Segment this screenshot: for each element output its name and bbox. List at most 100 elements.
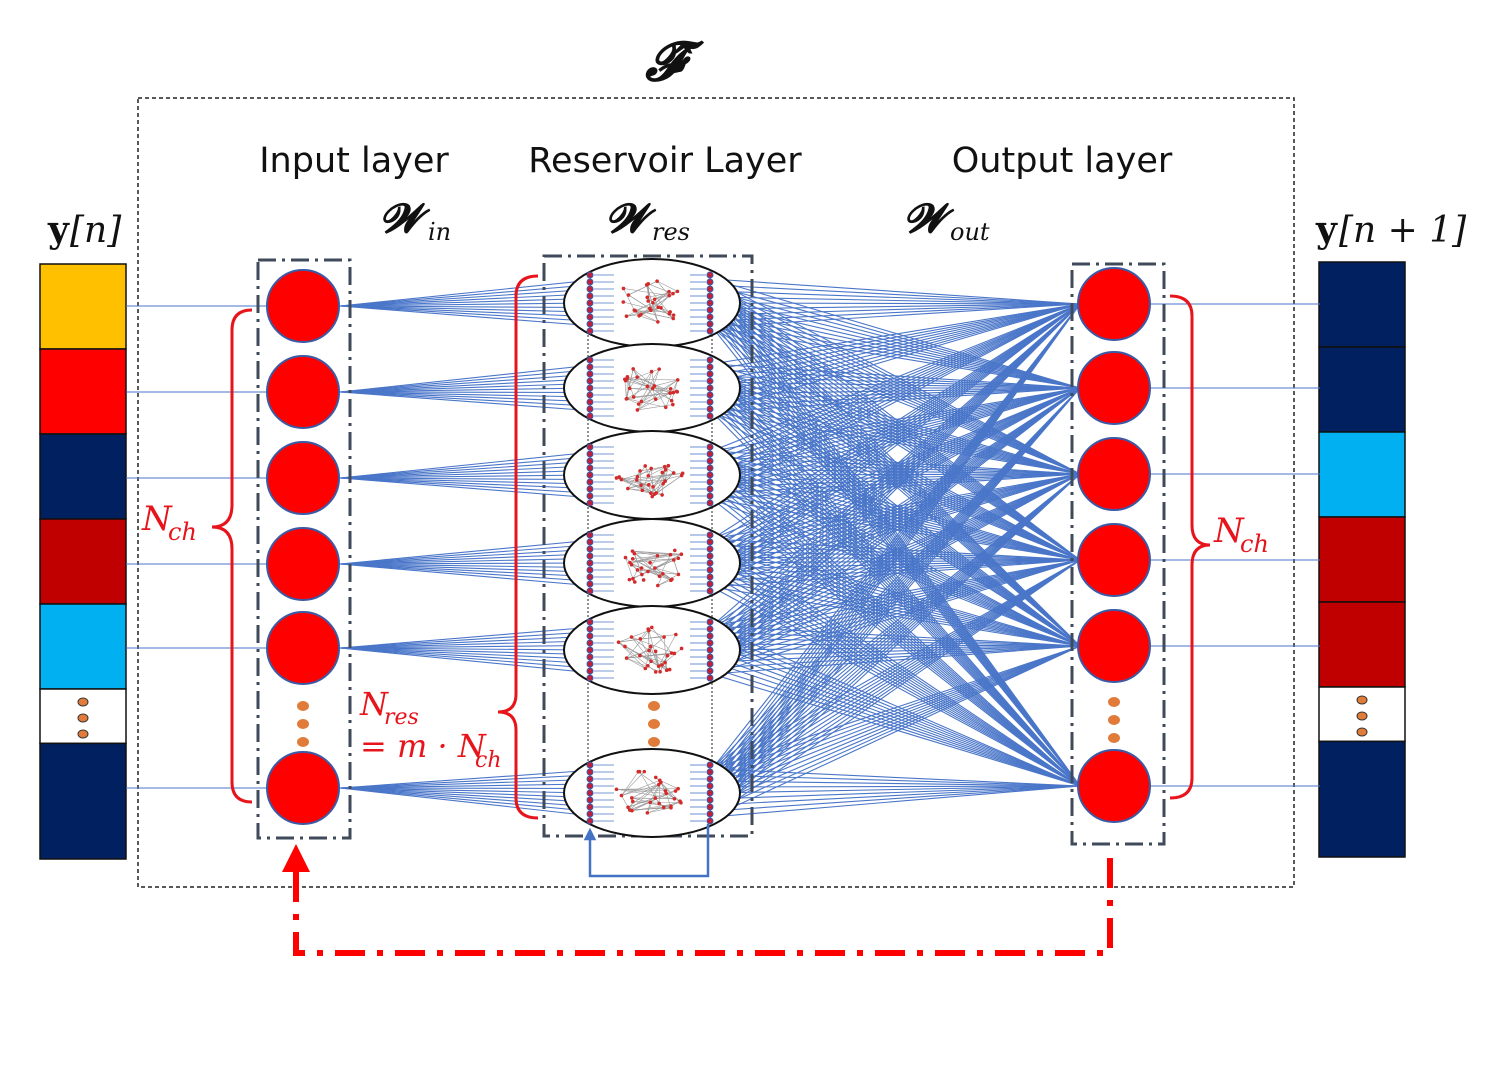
svg-text:𝓦: 𝓦: [904, 195, 955, 242]
reservoir-output-node: [706, 485, 714, 493]
weight-in-label: 𝓦 in: [380, 195, 451, 246]
reservoir-edge: [637, 392, 671, 411]
input-connection: [339, 305, 589, 309]
output-connection: [711, 785, 1081, 812]
output-feedback-arrow: [293, 858, 1113, 956]
reservoir-neuron: [671, 316, 676, 321]
output-connection: [711, 303, 1081, 401]
reservoir-edge: [628, 280, 658, 296]
input-connection: [339, 477, 589, 499]
reservoir-neuron: [660, 493, 664, 497]
reservoir-edge: [647, 807, 672, 814]
reservoir-output-node: [706, 646, 714, 654]
input-connection: [339, 769, 589, 789]
reservoir-neuron: [653, 397, 658, 401]
reservoir-neuron: [649, 308, 653, 313]
reservoir-input-node: [586, 531, 594, 539]
input-connection: [339, 460, 589, 479]
reservoir-neuron: [632, 580, 637, 584]
reservoir-edge: [621, 771, 645, 796]
output-connection: [711, 559, 1081, 818]
reservoir-output-node: [706, 499, 714, 507]
reservoir-neuron: [637, 769, 642, 774]
reservoir-neuron: [667, 311, 672, 316]
reservoir-neuron: [675, 378, 680, 382]
input-connection: [339, 364, 589, 393]
input-connection: [339, 305, 589, 318]
reservoir-output-node: [706, 285, 714, 293]
output-node: [1077, 609, 1151, 683]
output-connection: [711, 387, 1081, 794]
input-node: [266, 269, 340, 343]
vector-cell: [39, 603, 127, 690]
input-connection: [339, 391, 589, 412]
reservoir-edge: [639, 655, 666, 663]
output-connection: [711, 303, 1081, 322]
output-connection: [711, 473, 1081, 663]
output-connection: [711, 645, 1081, 675]
reservoir-edge: [629, 553, 682, 563]
reservoir-neuron: [663, 468, 668, 472]
input-connection: [339, 477, 589, 481]
output-connection: [711, 673, 1081, 787]
reservoir-dot: [648, 737, 660, 747]
output-connection: [711, 387, 1081, 770]
reservoir-edge: [657, 574, 679, 586]
output-connection: [711, 303, 1081, 576]
reservoir-neuron: [656, 305, 660, 310]
output-connection: [711, 387, 1081, 788]
reservoir-neuron: [651, 300, 655, 305]
reservoir-edge: [621, 771, 639, 796]
reservoir-edge: [629, 559, 674, 580]
reservoir-neuron: [665, 653, 670, 658]
reservoir-neuron: [663, 660, 667, 665]
vector-dot: [1356, 695, 1368, 705]
vector-cell: [1318, 516, 1406, 603]
reservoir-edge: [634, 553, 643, 575]
vector-dot: [77, 729, 89, 739]
reservoir-neuron: [668, 552, 673, 557]
reservoir-output-node: [706, 538, 714, 546]
reservoir-neuron: [648, 560, 652, 565]
reservoir-input-node: [586, 492, 594, 500]
reservoir-edge: [627, 488, 651, 494]
reservoir-neuron: [627, 386, 632, 391]
output-connection: [711, 625, 1081, 787]
output-connection: [711, 387, 1081, 407]
reservoir-edge: [632, 550, 664, 575]
output-layer-box: [1070, 262, 1166, 846]
reservoir-edge: [634, 553, 682, 555]
output-connection: [711, 303, 1081, 633]
reservoir-edge: [618, 634, 676, 643]
reservoir-neuron: [667, 667, 672, 672]
input-connection: [339, 288, 589, 307]
input-connection: [339, 783, 589, 789]
reservoir-edge: [632, 558, 673, 580]
input-layer-title: Input layer: [259, 141, 449, 181]
output-connection: [711, 661, 1081, 787]
input-connection: [339, 302, 589, 307]
reservoir-edge: [637, 368, 660, 378]
reservoir-input-node: [586, 313, 594, 321]
reservoir-output-node: [706, 545, 714, 553]
reservoir-neuron: [667, 293, 672, 298]
reservoir-edge: [628, 294, 651, 309]
reservoir-neuron: [624, 314, 629, 319]
input-connection: [339, 548, 589, 565]
input-connection: [339, 787, 589, 799]
svg-text:y: y: [1315, 209, 1338, 251]
reservoir-edge: [629, 376, 638, 389]
reservoir-edge: [638, 379, 678, 405]
output-connection: [711, 473, 1081, 806]
output-connection: [711, 387, 1081, 663]
reservoir-edge: [631, 564, 673, 580]
reservoir-neuron: [671, 291, 675, 296]
input-connection: [339, 647, 589, 651]
layer-ellipsis-dots: [297, 697, 1120, 747]
output-connection: [711, 462, 1081, 561]
output-connection: [711, 387, 1081, 558]
input-connection: [339, 631, 589, 649]
reservoir-edge: [644, 465, 657, 494]
reservoir-edge: [629, 557, 679, 563]
